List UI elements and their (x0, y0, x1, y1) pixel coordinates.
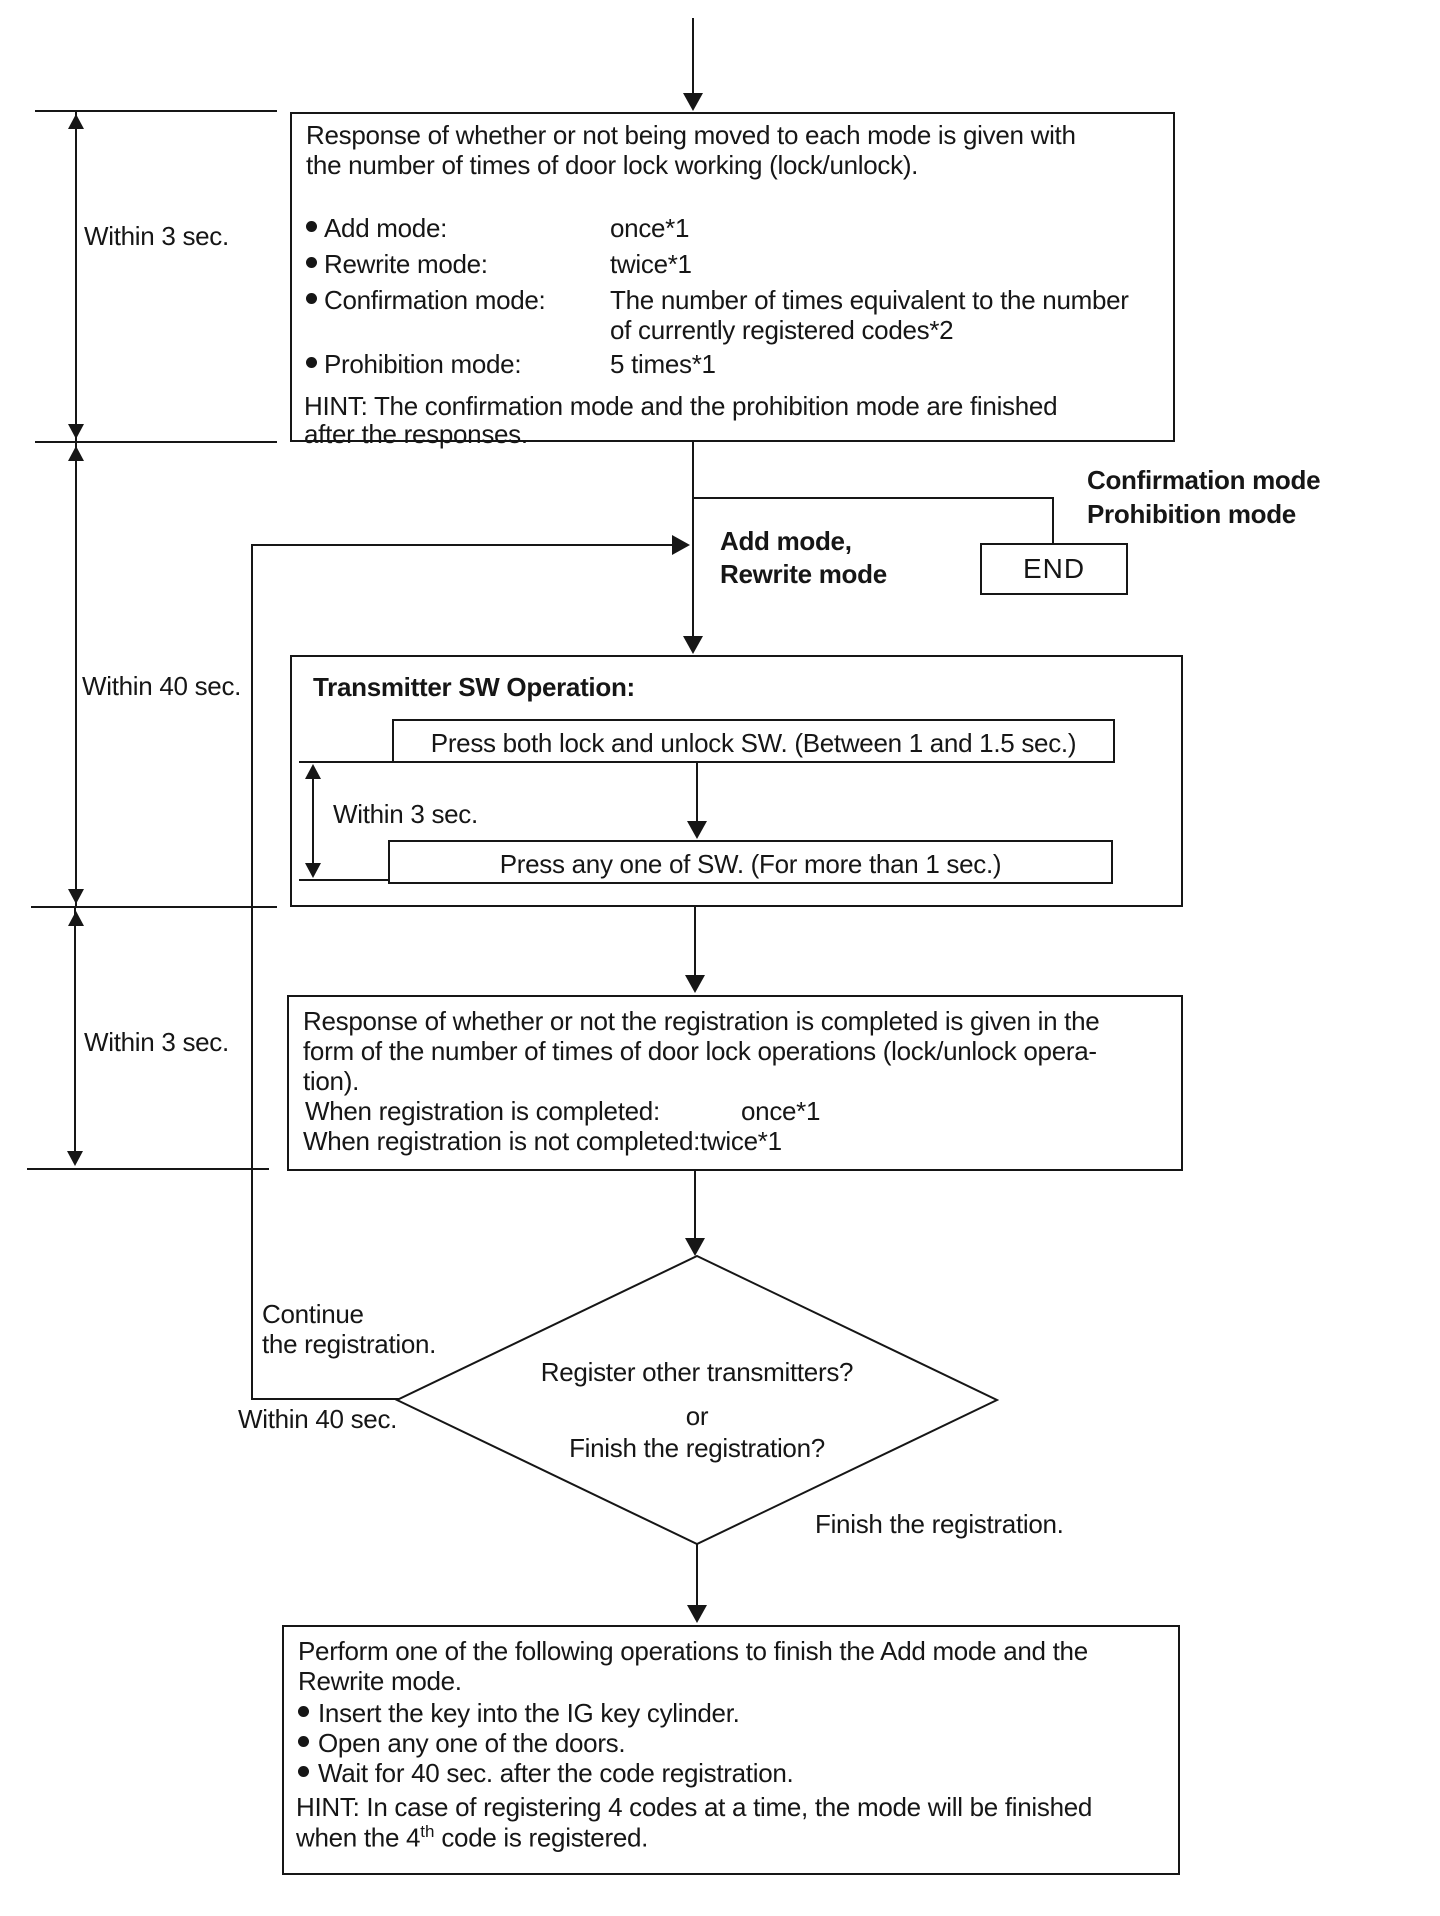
mode-bullet-label: Prohibition mode: (324, 349, 522, 379)
registration-not-completed-line: When registration is not completed:twice… (303, 1126, 782, 1156)
prohibition-mode-label: Prohibition mode (1087, 499, 1296, 529)
registration-completed-value: once*1 (741, 1096, 821, 1126)
inner-measure-line (312, 768, 314, 874)
trunk-flow-line (696, 1544, 698, 1606)
measure-line-2 (75, 443, 77, 907)
decision-question-line2: or (685, 1401, 709, 1431)
bullet-dot-icon (306, 221, 317, 232)
bullet-dot-icon (306, 293, 317, 304)
decision-question-line3: Finish the registration? (569, 1433, 825, 1463)
finish-bullet: Insert the key into the IG key cylinder. (318, 1698, 740, 1728)
end-branch-vline (1052, 497, 1054, 545)
trunk-flow-line (694, 1169, 696, 1239)
tick-line-1 (35, 110, 277, 112)
finish-hint1: HINT: In case of registering 4 codes at … (296, 1792, 1093, 1822)
decision-question-line1: Register other transmitters? (540, 1357, 854, 1387)
bullet-dot-icon (298, 1736, 309, 1747)
arrowhead-down-icon (67, 1151, 83, 1166)
timeline-label-within-40-sec: Within 40 sec. (82, 671, 242, 701)
finish-hint2-post: code is registered. (434, 1822, 649, 1853)
finish-bullet: Open any one of the doors. (318, 1728, 626, 1758)
finish-registration-label: Finish the registration. (815, 1509, 1064, 1539)
bullet-dot-icon (298, 1766, 309, 1777)
mode-response-hint1: HINT: The confirmation mode and the proh… (304, 391, 1058, 421)
finish-hint2-pre: when the 4 (296, 1822, 421, 1853)
mode-response-hint2: after the responses. (304, 419, 528, 449)
inner-flow-line (696, 762, 698, 824)
tick-line-2 (35, 441, 277, 443)
arrowhead-down-icon (68, 424, 84, 439)
arrowhead-down-icon (687, 821, 707, 839)
loop-top-hline (252, 544, 674, 546)
mode-bullet-value: 5 times*1 (610, 349, 716, 379)
transmitter-sw-title: Transmitter SW Operation: (313, 672, 635, 702)
mode-response-line2: the number of times of door lock working… (306, 150, 919, 180)
end-label: END (1022, 552, 1086, 584)
measure-line-3 (74, 908, 76, 1160)
arrowhead-down-icon (683, 93, 703, 111)
add-mode-label-line1: Add mode, (720, 526, 852, 556)
finish-bullet: Wait for 40 sec. after the code registra… (318, 1758, 794, 1788)
timeline-label-within-3-sec-1: Within 3 sec. (84, 221, 229, 251)
mode-bullet-label: Confirmation mode: (324, 285, 546, 315)
trunk-flow-line (694, 907, 696, 977)
inner-tick-top (299, 761, 394, 763)
registration-response-line3: tion). (303, 1066, 360, 1096)
confirmation-mode-label: Confirmation mode (1087, 465, 1321, 495)
continue-registration-line2: the registration. (262, 1329, 437, 1359)
mode-bullet-value: twice*1 (610, 249, 692, 279)
registration-response-box: Response of whether or not the registrat… (287, 995, 1183, 1171)
bullet-dot-icon (298, 1706, 309, 1717)
mode-response-box: Response of whether or not being moved t… (290, 112, 1175, 448)
mode-bullet-value: once*1 (610, 213, 690, 243)
press-any-sw-text: Press any one of SW. (For more than 1 se… (499, 849, 1002, 879)
finish-box: Perform one of the following operations … (282, 1625, 1180, 1875)
loop-vline (251, 544, 253, 1400)
mode-bullet-value: The number of times equivalent to the nu… (610, 285, 1129, 315)
inner-within-label: Within 3 sec. (333, 799, 478, 829)
mode-bullet-value-cont: of currently registered codes*2 (610, 315, 954, 345)
add-mode-label-line2: Rewrite mode (720, 559, 887, 589)
decision-diamond (395, 1254, 999, 1546)
tick-line-3 (31, 906, 277, 908)
arrowhead-up-icon (305, 764, 321, 779)
registration-response-line1: Response of whether or not the registrat… (303, 1006, 1100, 1036)
arrowhead-down-icon (685, 975, 705, 993)
arrowhead-up-icon (68, 446, 84, 461)
arrowhead-right-icon (672, 535, 690, 555)
registration-response-line2: form of the number of times of door lock… (303, 1036, 1097, 1066)
press-both-sw-box: Press both lock and unlock SW. (Between … (392, 719, 1115, 763)
end-box: END (980, 543, 1128, 595)
press-any-sw-box: Press any one of SW. (For more than 1 se… (388, 840, 1113, 884)
arrowhead-down-icon (685, 1238, 705, 1256)
tick-line-4 (27, 1168, 269, 1170)
loop-within-40-label: Within 40 sec. (238, 1404, 398, 1434)
loop-bottom-hline (251, 1398, 399, 1400)
measure-line-1 (75, 112, 77, 442)
finish-line2: Rewrite mode. (298, 1666, 462, 1696)
arrowhead-up-icon (68, 911, 84, 926)
inner-tick-bottom (299, 879, 394, 881)
bullet-dot-icon (306, 257, 317, 268)
arrowhead-down-icon (687, 1605, 707, 1623)
timeline-label-within-3-sec-2: Within 3 sec. (84, 1027, 229, 1057)
arrowhead-down-icon (683, 636, 703, 654)
entry-flow-line (692, 18, 694, 96)
arrowhead-down-icon (68, 889, 84, 904)
arrowhead-up-icon (68, 114, 84, 129)
continue-registration-line1: Continue (262, 1299, 364, 1329)
finish-hint2-sup: th (420, 1822, 435, 1841)
trunk-flow-line (692, 442, 694, 640)
mode-bullet-label: Add mode: (324, 213, 448, 243)
registration-completed-label: When registration is completed: (305, 1096, 660, 1126)
press-both-sw-text: Press both lock and unlock SW. (Between … (430, 728, 1077, 758)
end-branch-hline (692, 497, 1054, 499)
mode-bullet-label: Rewrite mode: (324, 249, 488, 279)
finish-line1: Perform one of the following operations … (298, 1636, 1088, 1666)
finish-hint2: when the 4th code is registered. (296, 1822, 649, 1853)
arrowhead-down-icon (305, 863, 321, 878)
bullet-dot-icon (306, 357, 317, 368)
mode-response-line1: Response of whether or not being moved t… (306, 120, 1076, 150)
